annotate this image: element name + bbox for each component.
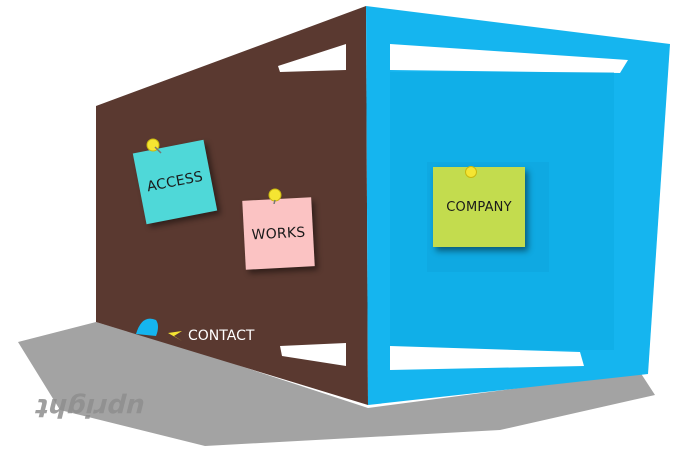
access-label: ACCESS (145, 168, 205, 196)
company-label: COMPANY (446, 199, 512, 215)
brown-wall (96, 6, 368, 405)
wall-slot-top (278, 44, 346, 72)
works-label: WORKS (251, 224, 306, 243)
works-note[interactable]: WORKS (242, 197, 315, 270)
contact-label: CONTACT (188, 328, 255, 344)
top-opening (390, 44, 628, 73)
logo: upright (32, 392, 149, 422)
contact-link[interactable]: CONTACT (168, 328, 254, 344)
wall-slot-bottom (280, 343, 346, 366)
company-note[interactable]: COMPANY (433, 167, 525, 247)
bottom-opening (390, 346, 584, 370)
access-note[interactable]: ACCESS (132, 139, 218, 225)
floor-shadow (18, 322, 655, 446)
arrow-left-icon (168, 331, 182, 341)
door-hole (136, 318, 158, 336)
